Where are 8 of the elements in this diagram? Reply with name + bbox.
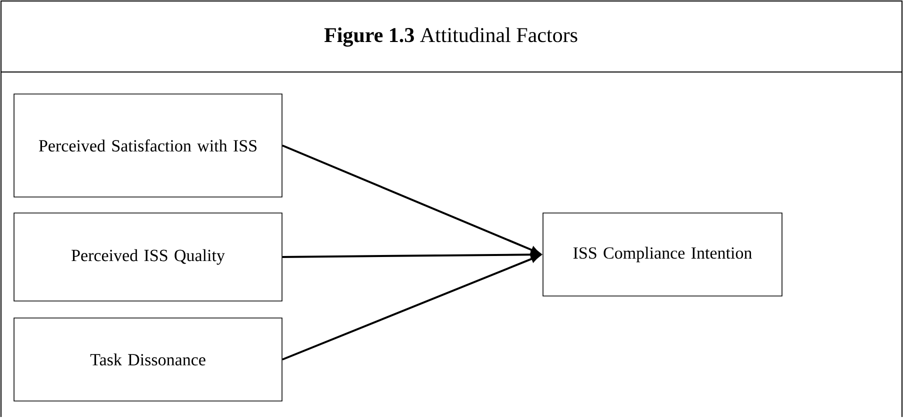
arrow xyxy=(282,144,540,254)
arrow xyxy=(282,250,540,258)
arrow xyxy=(282,255,540,360)
text-box: Perceived ISS Quality xyxy=(14,212,282,302)
title: Figure 1.3 Attitudinal Factors xyxy=(324,27,578,47)
text-box: ISS Compliance Intention xyxy=(542,212,782,296)
text-box: Task Dissonance xyxy=(14,318,282,402)
text-box: Perceived Satisfaction with ISS xyxy=(14,94,282,198)
